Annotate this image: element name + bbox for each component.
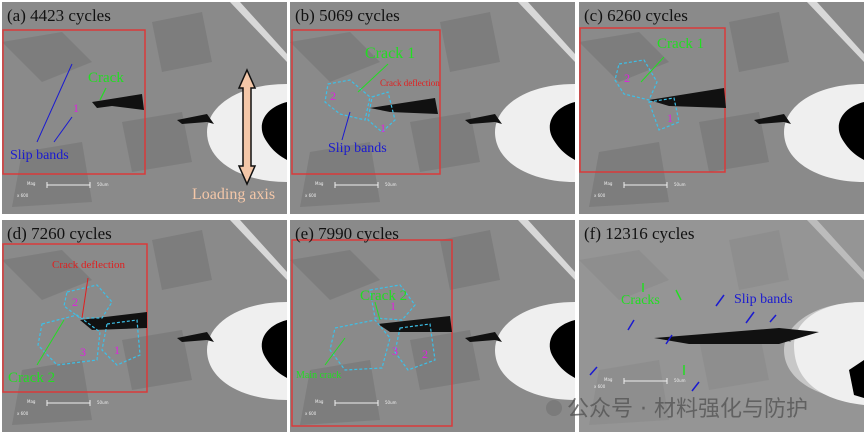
crack2-label: Crack 2 (8, 370, 55, 386)
watermark: 公众号 · 材料强化与防护 (567, 397, 808, 422)
scale-mag: Mag (604, 181, 613, 186)
loading-axis-label: Loading axis (192, 186, 275, 203)
region-box (2, 29, 146, 175)
panel-title: (d) 7260 cycles (7, 224, 112, 243)
arrow (357, 63, 389, 93)
scale-mag-value: x 600 (594, 193, 606, 198)
grain-label: 1 (73, 101, 79, 115)
crack1-label: Crack 1 (657, 36, 704, 52)
panel-b: (b) 5069 cycles Crack 1 Crack deflection… (290, 2, 575, 214)
arrow (53, 116, 73, 143)
scale-mag-value: x 600 (17, 411, 29, 416)
scale-mag-value: x 600 (305, 193, 317, 198)
crack (378, 316, 452, 332)
scale-mag: Mag (604, 377, 613, 382)
grain-label: 3 (80, 345, 86, 359)
scale-length: 50um (385, 400, 397, 405)
crack (80, 312, 147, 330)
scale-length: 50um (674, 182, 686, 187)
grain-label: 2 (422, 347, 428, 361)
wechat-icon (546, 400, 562, 416)
arrow (81, 277, 89, 319)
grain-label: 1 (114, 343, 120, 357)
panel-d: (d) 7260 cycles Crack deflection Crack 2… (2, 220, 287, 432)
slip-bands-label: Slip bands (328, 141, 387, 156)
slip-bands-label: Slip bands (734, 292, 793, 307)
slip-bands-label: Slip bands (10, 148, 69, 163)
grain-label: 2 (624, 71, 630, 85)
arrow (341, 111, 351, 141)
grain-label: 1 (380, 121, 386, 135)
scale-mag: Mag (27, 181, 36, 186)
panel-title: (a) 4423 cycles (7, 6, 111, 25)
crack-deflection-label: Crack deflection (52, 259, 125, 271)
panel-title: (e) 7990 cycles (295, 224, 399, 243)
grain-label: 3 (392, 344, 398, 358)
arrow (374, 301, 381, 321)
panel-title: (c) 6260 cycles (584, 6, 688, 25)
loading-axis-arrow-icon (237, 68, 257, 186)
arrow (36, 63, 73, 143)
scale-length: 50um (674, 378, 686, 383)
scale-length: 50um (385, 182, 397, 187)
crack-arrows (642, 283, 685, 375)
crack-deflection-label: Crack deflection (380, 78, 440, 88)
crack1-label: Crack 1 (365, 45, 415, 62)
scale-mag-value: x 600 (594, 384, 606, 389)
crack (92, 94, 144, 110)
grain-outline (329, 284, 436, 371)
scale-mag-value: x 600 (17, 193, 29, 198)
cracks-label: Cracks (621, 293, 660, 308)
panel-title: (b) 5069 cycles (295, 6, 400, 25)
grain-outline (614, 59, 680, 131)
crack (654, 328, 819, 344)
main-crack-label: Main crack (296, 370, 341, 381)
arrow (324, 337, 346, 366)
slip-band-arrows (589, 294, 777, 392)
grain-label: 2 (330, 89, 336, 103)
scale-mag: Mag (27, 399, 36, 404)
scale-bar: Mag x 600 50um (594, 377, 686, 389)
grain-outline (37, 284, 141, 366)
crack-label: Crack (88, 70, 124, 86)
scale-length: 50um (97, 182, 109, 187)
arrow (99, 87, 107, 101)
panel-f: (f) 12316 cycles Cracks Slip bands Mag x… (546, 220, 864, 432)
panel-c: (c) 6260 cycles Crack 1 2 1 Mag x 600 50… (579, 2, 864, 214)
panel-e: (e) 7990 cycles Crack 2 Main crack 1 3 2… (290, 220, 575, 432)
crack (649, 88, 726, 108)
panel-a: (a) 4423 cycles Crack Slip bands 1 Loadi… (2, 2, 287, 214)
crack2-label: Crack 2 (360, 288, 407, 304)
region-box (291, 29, 441, 175)
arrow (36, 319, 65, 366)
scale-mag: Mag (315, 399, 324, 404)
scale-length: 50um (97, 400, 109, 405)
crack (370, 98, 438, 114)
panel-title: (f) 12316 cycles (584, 224, 694, 243)
scale-mag: Mag (315, 181, 324, 186)
arrow (640, 56, 665, 83)
grain-label: 1 (667, 111, 673, 125)
region-box (291, 239, 453, 427)
grain-label: 2 (72, 295, 78, 309)
grain-label: 1 (390, 299, 396, 313)
scale-mag-value: x 600 (305, 411, 317, 416)
grain-outline (324, 79, 396, 133)
